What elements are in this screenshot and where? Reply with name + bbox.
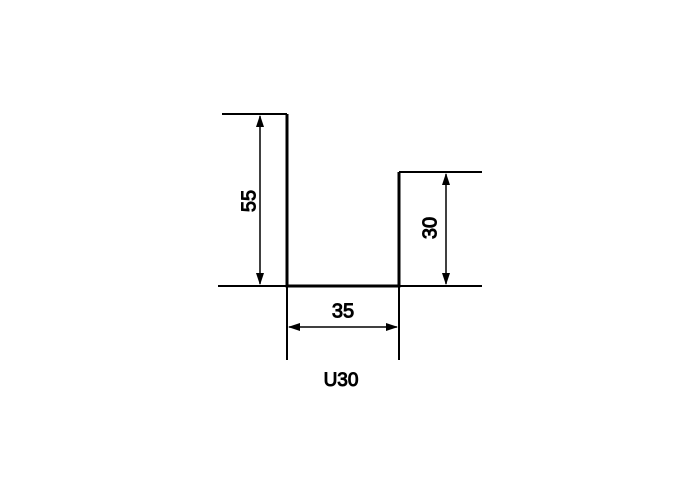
u-profile-outline	[285, 114, 401, 288]
profile-caption: U30	[324, 370, 359, 391]
left-height-arrow-bottom	[256, 273, 264, 285]
left-height-label: 55	[238, 190, 260, 212]
bottom-width-arrow-right	[386, 323, 398, 331]
drawing-lines: 55 30 35 U30	[218, 113, 482, 392]
right-height-arrow-bottom	[442, 273, 450, 285]
right-height-arrow-top	[442, 173, 450, 185]
right-height-label: 30	[419, 217, 441, 239]
bottom-width-arrow-left	[288, 323, 300, 331]
left-height-arrow-top	[256, 115, 264, 127]
bottom-width-label: 35	[332, 300, 354, 322]
